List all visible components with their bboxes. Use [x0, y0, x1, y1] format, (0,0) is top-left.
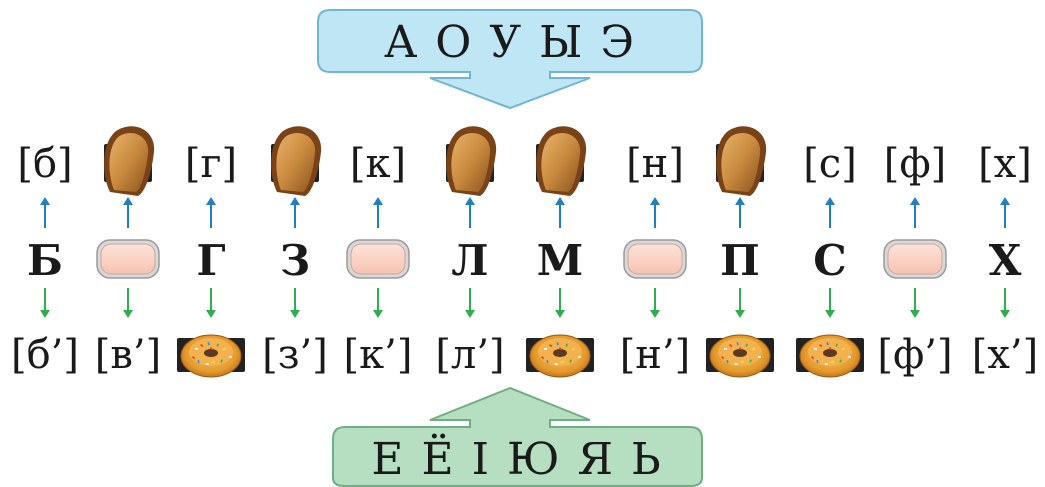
letter-columns: [б] Б [б’] [в’] [г] Г З [з’] [к] [к’] Л [л’] М [н] [н’… — [11, 126, 1038, 378]
up-arrow — [206, 197, 216, 228]
column-12: [х] Х [х’] — [972, 141, 1038, 378]
soft-sound: [к’] — [344, 332, 413, 378]
blank-letter-box — [100, 243, 156, 275]
up-arrow — [290, 197, 300, 228]
hard-sound: [с] — [803, 141, 857, 187]
consonant-letter: Х — [989, 236, 1022, 285]
up-arrow — [555, 197, 565, 228]
up-arrow — [735, 197, 745, 228]
down-arrow — [465, 288, 475, 318]
up-arrow — [123, 197, 133, 228]
top-callout-shape — [317, 9, 703, 110]
consonant-letter: П — [720, 236, 760, 285]
donut-icon — [796, 334, 864, 378]
down-arrow — [910, 288, 920, 318]
down-arrow — [40, 288, 50, 318]
down-arrow — [123, 288, 133, 318]
column-5: [к] [к’] — [344, 141, 413, 378]
soft-sound: [в’] — [95, 332, 161, 378]
up-arrow — [825, 197, 835, 228]
bread-icon — [446, 126, 497, 196]
bread-icon — [104, 126, 155, 196]
up-arrow — [650, 197, 660, 228]
consonant-letter: С — [813, 236, 846, 285]
donut-icon — [526, 334, 594, 378]
consonant-letter: Л — [451, 236, 488, 285]
bread-icon — [716, 126, 767, 196]
hard-sound: [к] — [350, 141, 406, 187]
column-3: [г] Г — [177, 141, 245, 378]
up-arrow — [910, 197, 920, 228]
consonant-letter: М — [537, 236, 584, 285]
consonant-letter: Г — [197, 236, 226, 285]
soft-sound: [х’] — [972, 332, 1038, 378]
column-4: З [з’] — [262, 126, 328, 378]
down-arrow — [555, 288, 565, 318]
top-vowel-callout: А О У Ы Э — [317, 9, 703, 110]
down-arrow — [373, 288, 383, 318]
column-10: [с] С — [796, 141, 864, 378]
up-arrow — [40, 197, 50, 228]
soft-sound: [б’] — [11, 332, 79, 378]
bottom-callout-shape — [332, 386, 703, 487]
up-arrow — [465, 197, 475, 228]
column-2: [в’] — [95, 126, 161, 378]
soft-sound: [л’] — [435, 332, 504, 378]
bread-icon — [536, 126, 587, 196]
bottom-vowel-callout: Е Ё І Ю Я Ь — [332, 386, 703, 487]
top-vowel-letters: А О У Ы Э — [384, 17, 636, 68]
blank-letter-box — [887, 243, 943, 275]
blank-letter-box — [350, 243, 406, 275]
column-9: П — [706, 126, 774, 378]
column-6: Л [л’] — [435, 126, 505, 378]
bread-icon — [271, 126, 322, 196]
down-arrow — [650, 288, 660, 318]
column-8: [н] [н’] — [620, 141, 691, 378]
consonant-letter: Б — [27, 236, 63, 285]
down-arrow — [206, 288, 216, 318]
down-arrow — [290, 288, 300, 318]
column-11: [ф] [ф’] — [877, 141, 952, 378]
donut-icon — [177, 334, 245, 378]
hard-sound: [ф] — [884, 141, 947, 187]
down-arrow — [1000, 288, 1010, 318]
bottom-vowel-letters: Е Ё І Ю Я Ь — [371, 432, 662, 485]
hard-sound: [г] — [185, 141, 237, 187]
soft-sound: [н’] — [620, 332, 691, 378]
hard-sound: [б] — [17, 141, 72, 187]
down-arrow — [825, 288, 835, 318]
column-1: [б] Б [б’] — [11, 141, 79, 378]
column-7: М — [526, 126, 594, 378]
up-arrow — [373, 197, 383, 228]
soft-sound: [з’] — [262, 332, 328, 378]
down-arrow — [735, 288, 745, 318]
up-arrow — [1000, 197, 1010, 228]
blank-letter-box — [627, 243, 683, 275]
hard-sound: [х] — [978, 141, 1032, 187]
consonant-letter: З — [280, 236, 310, 285]
donut-icon — [706, 334, 774, 378]
hard-sound: [н] — [626, 141, 684, 187]
soft-sound: [ф’] — [877, 332, 952, 378]
